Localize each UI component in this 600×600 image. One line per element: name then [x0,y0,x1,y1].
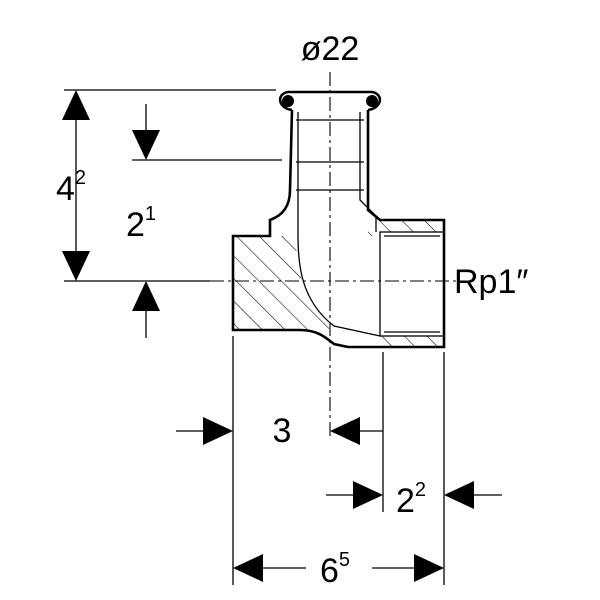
thread-bore [379,231,445,337]
label-width-total: 65 [320,549,350,590]
label-thread: Rp1″ [454,263,528,301]
center-lines [210,72,458,440]
label-width-thread: 22 [396,479,426,520]
arrow-down [62,251,90,281]
dimension-width-total [233,554,444,582]
arrow-up [62,90,90,120]
value-sup: 2 [75,167,86,189]
fitting-body [231,90,446,349]
label-width-center: 3 [273,412,292,450]
label-top-diameter: ø22 [301,30,360,68]
dimension-height-inner [132,104,160,338]
value-sup: 5 [339,549,350,571]
arrow-down [132,130,160,160]
value-main: 6 [320,552,339,590]
arrow-left [444,481,474,509]
label-height-inner: 21 [126,203,156,244]
o-ring-right [366,95,378,107]
arrow-right [414,554,444,582]
o-ring-left [282,95,294,107]
dimension-width-center [176,417,383,445]
body-outline [231,109,446,349]
arrow-left [233,554,263,582]
arrow-right [353,481,383,509]
label-height-outer: 42 [56,167,86,208]
dimension-height-outer [62,90,90,281]
arrow-left [330,417,360,445]
arrow-right [203,417,233,445]
arrow-up [132,281,160,311]
value-main: 4 [56,170,75,208]
body-section-left [233,236,332,330]
body-section-right [368,200,380,236]
value-sup: 1 [145,203,156,225]
value-sup: 2 [415,479,426,501]
inner-bore-right [359,112,377,232]
value-main: 2 [126,206,145,244]
thread-section [380,220,444,346]
dimension-width-thread [326,481,502,509]
value-main: 2 [396,482,415,520]
extension-lines [64,89,445,585]
